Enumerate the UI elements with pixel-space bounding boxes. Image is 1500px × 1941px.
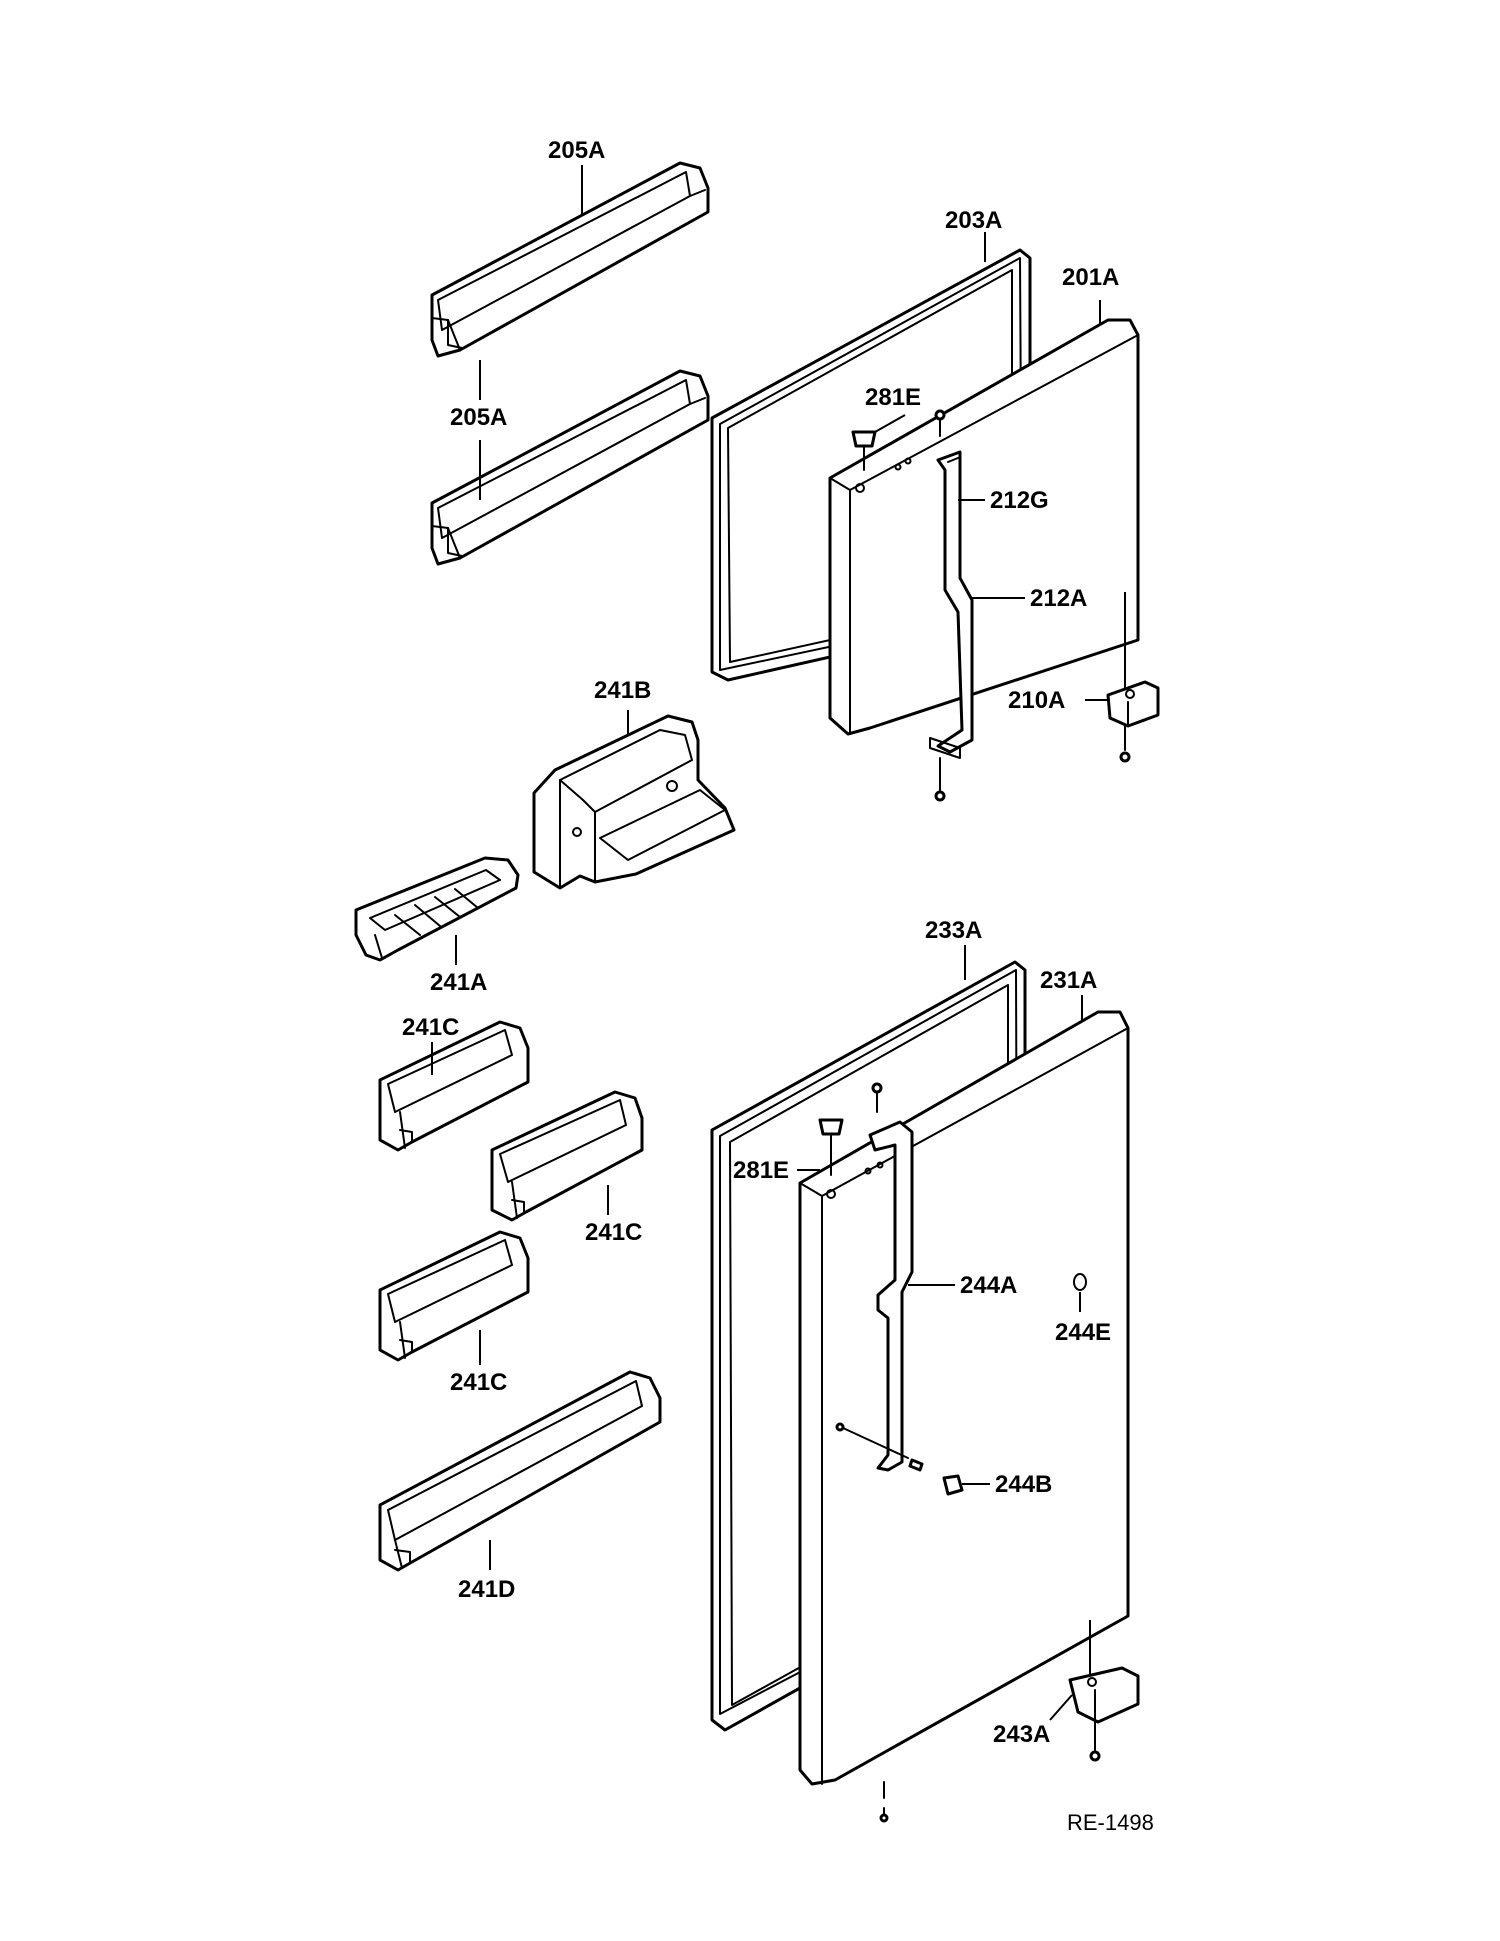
hinge-243a — [1068, 1666, 1140, 1762]
leader-243a — [1049, 1694, 1073, 1721]
callout-203a: 203A — [945, 207, 1002, 234]
fresh-food-handle-244a — [868, 1120, 914, 1472]
callout-231a: 231A — [1040, 967, 1097, 994]
callout-281e-top: 281E — [865, 384, 921, 411]
cover-cap-244b — [942, 1474, 964, 1496]
freezer-door-201a — [828, 318, 1140, 736]
door-bin-241c-1 — [378, 1020, 530, 1152]
hole-icon — [864, 1167, 872, 1175]
callout-241d: 241D — [458, 1576, 515, 1603]
callout-241c-1: 241C — [402, 1014, 459, 1041]
hole-icon — [1125, 689, 1135, 699]
callout-281e-bottom: 281E — [733, 1157, 789, 1184]
dairy-compartment-241b — [532, 714, 736, 890]
callout-212g: 212G — [990, 487, 1049, 514]
door-bin-205a-mid — [430, 369, 710, 566]
callout-201a: 201A — [1062, 264, 1119, 291]
screw-icon — [934, 757, 946, 802]
callout-241c-3: 241C — [450, 1369, 507, 1396]
callout-243a: 243A — [993, 1721, 1050, 1748]
hole-icon — [855, 483, 865, 493]
freezer-handle-212a — [929, 450, 974, 759]
screw-icon — [835, 1422, 924, 1472]
screw-icon — [1089, 1750, 1101, 1762]
callout-241b: 241B — [594, 677, 651, 704]
door-bin-241c-3 — [378, 1230, 530, 1362]
callout-205a-mid: 205A — [450, 404, 507, 431]
screw-icon — [1119, 751, 1131, 763]
egg-tray-241a — [354, 856, 520, 962]
door-bin-241d — [378, 1370, 662, 1572]
hole-icon — [1087, 1677, 1097, 1687]
callout-210a: 210A — [1008, 687, 1065, 714]
screw-icon — [879, 1781, 889, 1823]
callout-233a: 233A — [925, 917, 982, 944]
screw-icon — [871, 1082, 883, 1113]
hole-icon — [876, 1161, 884, 1169]
hole-icon — [826, 1189, 836, 1199]
door-bin-241c-2 — [490, 1090, 644, 1222]
cap-plug-281e-bottom-icon — [818, 1118, 844, 1176]
hinge-210a — [1106, 680, 1160, 763]
callout-241c-2: 241C — [585, 1219, 642, 1246]
leader-281e-top — [874, 414, 906, 433]
screw-icon — [934, 409, 946, 437]
door-bin-205a-top — [430, 161, 710, 358]
cap-plug-281e-top-icon — [851, 430, 877, 471]
hole-icon — [894, 463, 902, 471]
hole-icon — [904, 457, 912, 465]
callout-244a: 244A — [960, 1272, 1017, 1299]
drawing-number: RE-1498 — [1067, 1810, 1154, 1835]
callout-205a-top: 205A — [548, 137, 605, 164]
callout-244e: 244E — [1055, 1319, 1111, 1346]
callout-212a: 212A — [1030, 585, 1087, 612]
callout-241a: 241A — [430, 969, 487, 996]
plug-244e-icon — [1073, 1273, 1087, 1291]
fresh-food-door-231a — [798, 1010, 1130, 1786]
callout-244b: 244B — [995, 1471, 1052, 1498]
